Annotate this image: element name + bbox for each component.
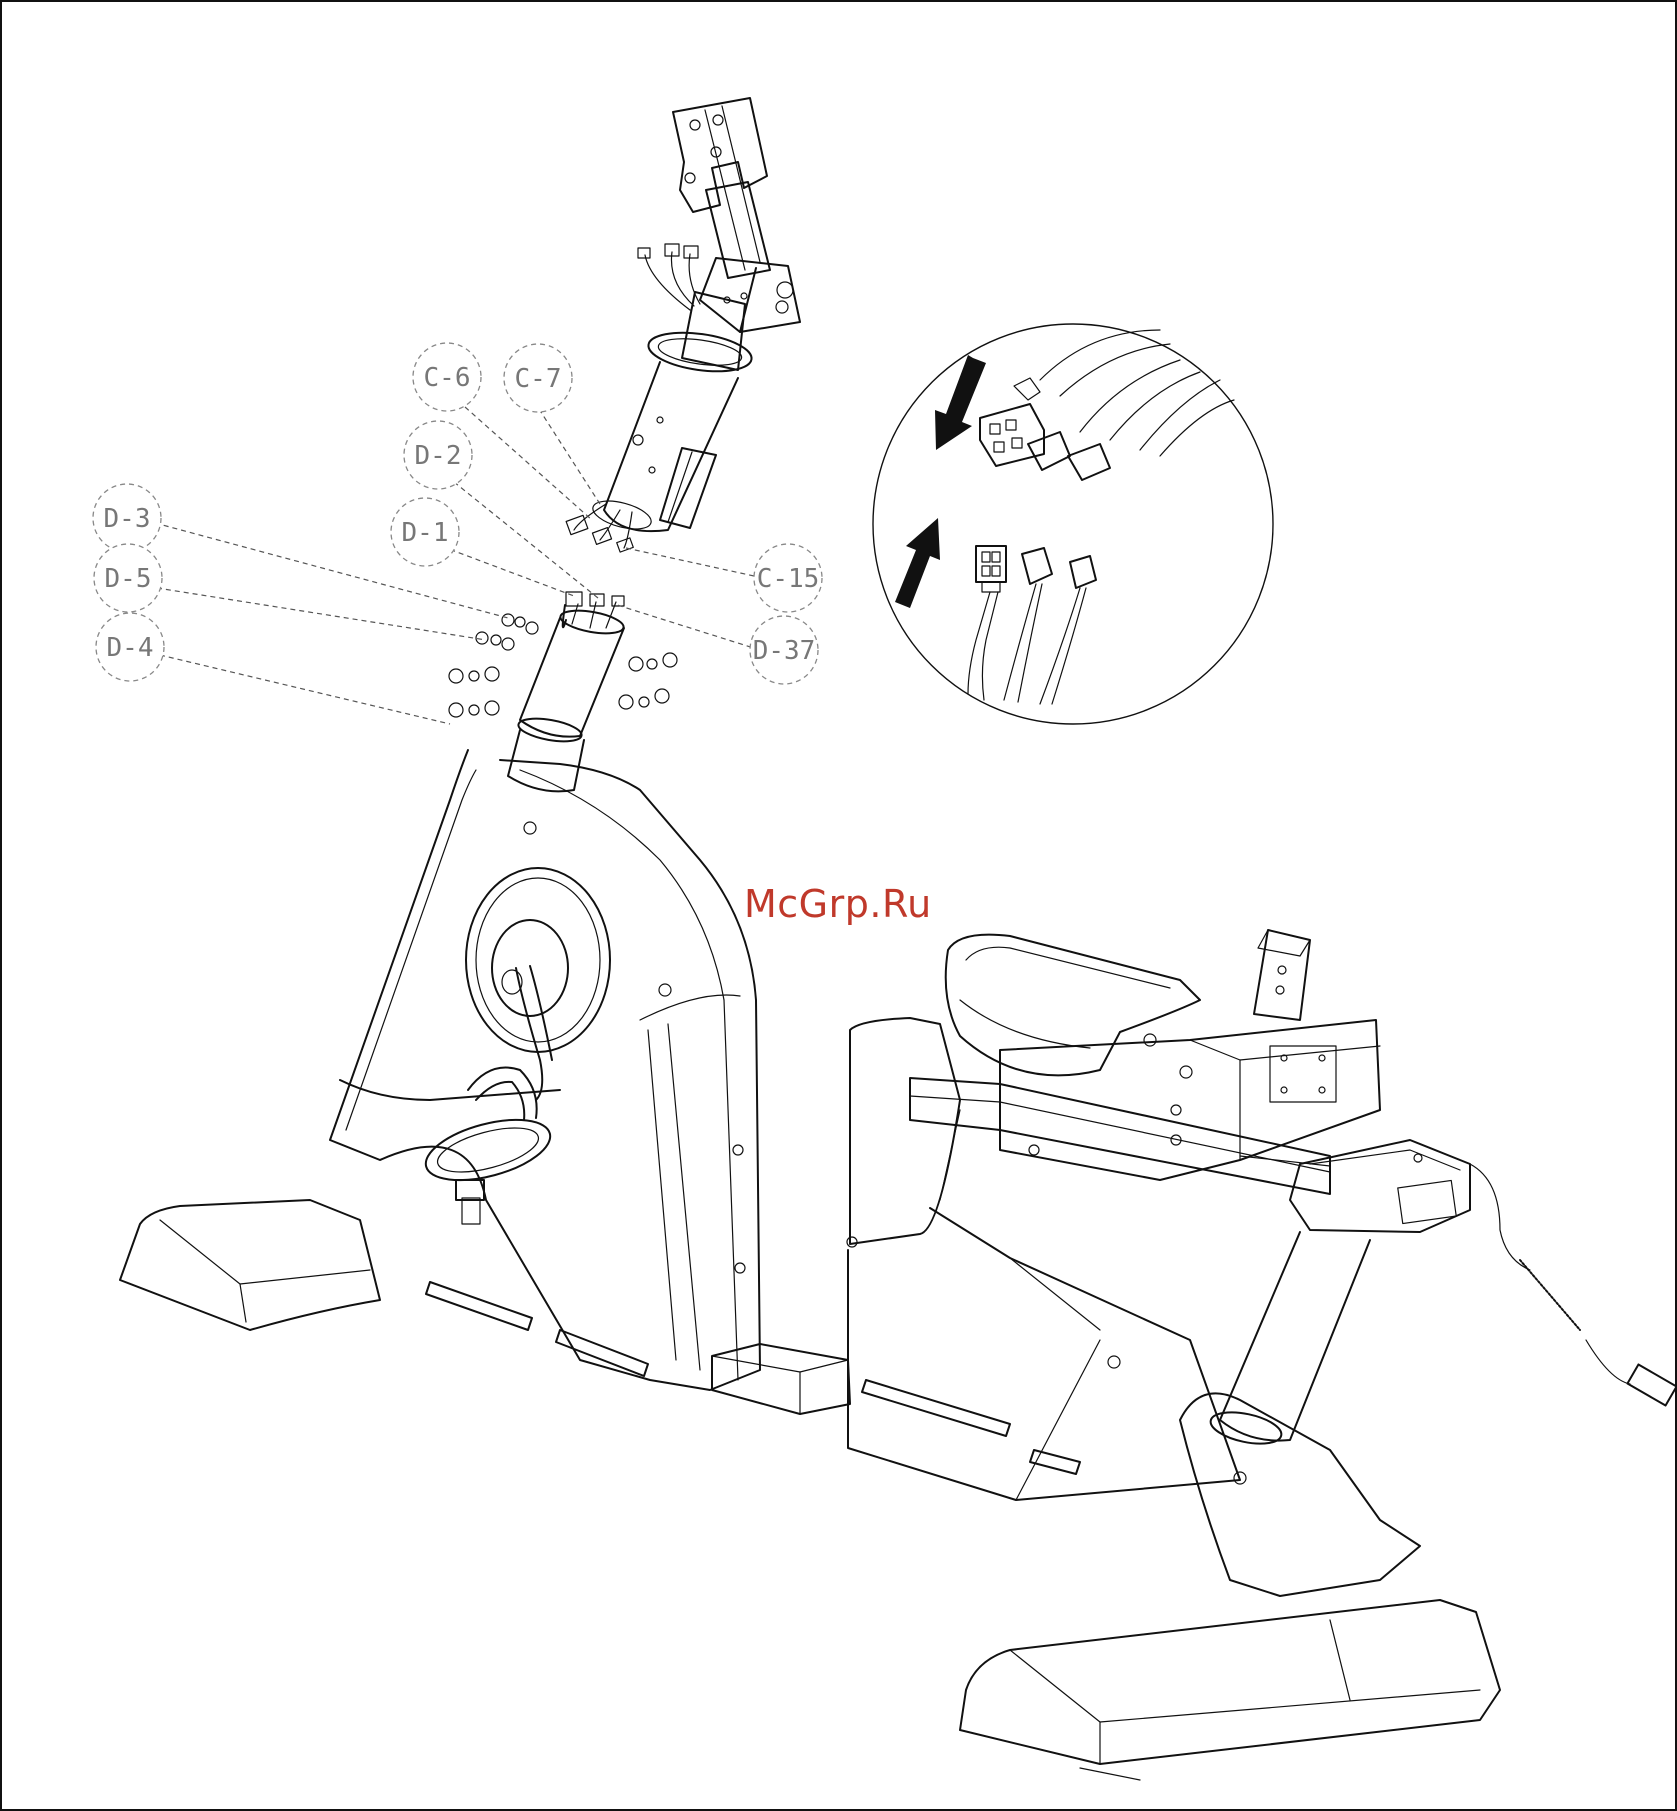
callout-d1: D-1 [391,498,459,566]
hardware-bolts [449,592,677,717]
callout-c15: C-15 [754,544,822,612]
bolt-right [619,653,677,709]
bolt-d5 [476,632,514,650]
callout-label: D-3 [104,504,151,534]
front-upright [120,750,760,1390]
callout-label: D-2 [415,441,462,471]
console-mast [566,98,800,552]
callout-c7: C-7 [504,344,572,412]
callout-label: C-6 [424,363,471,393]
callout-label: D-5 [105,564,152,594]
callout-d3: D-3 [93,484,161,552]
bolt-d4 [449,667,499,717]
frame-stem [508,602,625,791]
rear-body [847,930,1677,1780]
callout-label: D-37 [753,636,816,666]
bolt-d3 [502,614,538,634]
callout-d4: D-4 [96,613,164,681]
watermark: McGrp.Ru [744,882,932,926]
seat [946,930,1380,1180]
flywheel-cover [466,868,610,1052]
callout-label: D-1 [402,518,449,548]
callout-label: D-4 [107,633,154,663]
callout-label: C-7 [515,364,562,394]
cross-beam [712,1344,850,1414]
callout-c6: C-6 [413,343,481,411]
callout-d5: D-5 [94,544,162,612]
callout-d2: D-2 [404,421,472,489]
callout-label: C-15 [757,564,820,594]
rear-handle [1290,1140,1677,1406]
connector-detail-view [873,324,1273,724]
callout-d37: D-37 [750,616,818,684]
